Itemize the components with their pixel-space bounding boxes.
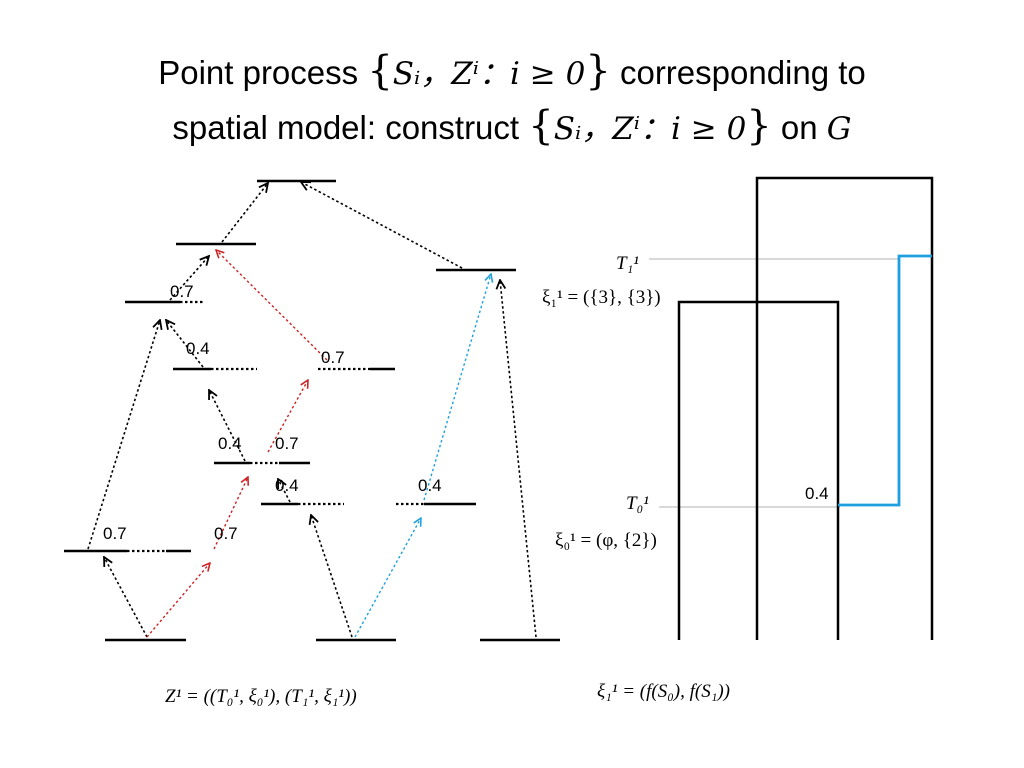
right-tree	[677, 176, 934, 640]
tree-inner-path	[677, 300, 840, 640]
title-line2-math: Sᵢ，Zⁱ：i ≥ 0	[553, 111, 747, 147]
title-line1-brace-open: {	[367, 48, 393, 94]
left-weight-labels: 0.7 0.4 0.7 0.4 0.7 0.4 0.4 0.7 0.7	[103, 282, 442, 543]
right-weight-label: 0.4	[805, 484, 829, 503]
blue-arrow-base-to-lower04	[354, 518, 421, 638]
weight-label: 0.4	[418, 476, 442, 495]
weight-label: 0.4	[275, 476, 299, 495]
t1-label: T₁¹	[616, 253, 639, 274]
arrow-base3-to-upperright	[500, 280, 537, 638]
red-arrow-base-to-bottomleft07	[146, 563, 210, 638]
left-level-bars	[64, 179, 560, 642]
left-blue-arrows	[354, 274, 491, 638]
arrow-upperright-to-top	[301, 182, 463, 269]
arrow-lower04-to-center	[278, 479, 291, 503]
title-line1-suffix: corresponding to	[610, 54, 866, 91]
title-line-1: Point process {Sᵢ，Zⁱ：i ≥ 0} correspondin…	[0, 48, 1024, 94]
tree-blue-path	[838, 254, 932, 507]
left-level-dotted	[127, 300, 424, 553]
arrow-base1-to-bottomleft	[104, 557, 148, 638]
red-arrow-bottom07-to-center	[213, 477, 248, 550]
weight-label: 0.7	[321, 348, 345, 367]
weight-label: 0.4	[218, 434, 242, 453]
weight-label: 0.7	[103, 524, 127, 543]
arrow-center-to-mid04	[209, 390, 246, 462]
red-arrow-mid07-to-upperleft	[216, 250, 328, 361]
right-caption-formula: ξ₁¹ = (f(S₀), f(S₁))	[597, 681, 730, 702]
title-line1-math: Sᵢ，Zⁱ：i ≥ 0	[392, 56, 586, 92]
title-line1-prefix: Point process	[158, 54, 368, 91]
title-line2-graph-symbol: G	[826, 111, 852, 147]
title-line2-suffix: on	[771, 109, 827, 146]
title-line2-prefix: spatial model: construct	[172, 109, 529, 146]
right-guide-lines	[649, 258, 900, 508]
xi1-label: ξ₁¹ = ({3}, {3})	[542, 287, 661, 308]
arrow-bottomleft-to-left07	[87, 320, 160, 550]
left-caption-formula: Z¹ = ((T₀¹, ξ₀¹), (T₁¹, ξ₁¹))	[165, 686, 357, 707]
arrow-base2-to-lower04	[311, 515, 353, 638]
title-line2-brace-close: }	[746, 103, 772, 149]
arrow-upperleft-to-top	[221, 183, 268, 243]
blue-arrow-lower04-to-upperright	[423, 274, 491, 501]
title-line2-brace-open: {	[528, 103, 554, 149]
title-line1-brace-close: }	[585, 48, 611, 94]
weight-label: 0.7	[170, 282, 194, 301]
weight-label: 0.4	[186, 339, 210, 358]
title-line-2: spatial model: construct {Sᵢ，Zⁱ：i ≥ 0} o…	[0, 103, 1024, 149]
weight-label: 0.7	[214, 524, 238, 543]
left-red-arrows	[146, 250, 328, 638]
red-arrow-center-to-mid07	[267, 380, 308, 453]
tree-outer-path	[755, 176, 934, 640]
t0-label: T₀¹	[626, 493, 649, 514]
left-black-arrows	[87, 182, 537, 638]
xi0-label: ξ₀¹ = (φ, {2})	[555, 530, 657, 551]
weight-label: 0.7	[275, 434, 299, 453]
